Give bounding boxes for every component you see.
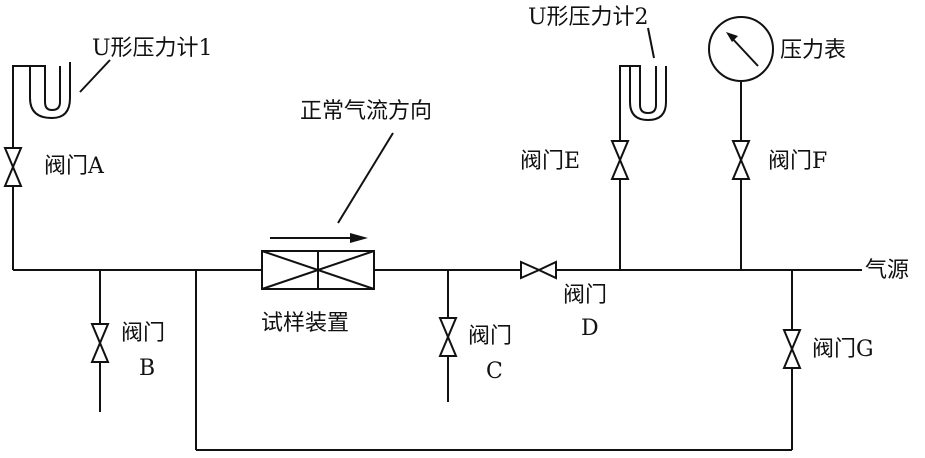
valve-a-bottom[interactable] — [3, 164, 23, 187]
valve-a-top[interactable] — [3, 147, 23, 170]
u-gauge-2-label: U形压力计2 — [528, 5, 649, 30]
sample-device-label: 试样装置 — [261, 311, 349, 336]
valve-f-bottom[interactable] — [731, 157, 751, 180]
flow-arrow-head — [350, 233, 368, 243]
valve-d-right[interactable] — [536, 260, 557, 280]
air-source-label: 气源 — [865, 258, 909, 283]
valve-e-bottom[interactable] — [610, 157, 630, 180]
valve-b-top[interactable] — [90, 323, 110, 346]
valve-c-label-bottom: C — [486, 359, 503, 384]
valve-g-top[interactable] — [782, 329, 802, 352]
valve-e-top[interactable] — [610, 140, 630, 163]
flow-label-leader — [337, 132, 394, 224]
valve-d-label-bottom: D — [581, 316, 599, 341]
valve-d-left[interactable] — [520, 260, 542, 280]
flow-direction-label: 正常气流方向 — [300, 99, 432, 124]
u-gauge-1-label: U形压力计1 — [92, 36, 213, 61]
valve-g-bottom[interactable] — [782, 346, 802, 369]
pressure-gauge-needle — [729, 35, 759, 67]
valve-b-label-top: 阀门 — [121, 321, 165, 346]
u-gauge-2-leader — [647, 27, 655, 59]
valve-c-top[interactable] — [438, 317, 458, 340]
valve-b-label-bottom: B — [139, 356, 155, 381]
u-gauge-2-outer — [619, 65, 657, 115]
valve-e-label: 阀门E — [520, 149, 580, 174]
u-gauge-2-inner — [629, 66, 667, 122]
u-gauge-1-inner — [29, 62, 71, 120]
pressure-gauge-needle-tip — [726, 32, 738, 42]
pressure-gauge-label: 压力表 — [780, 38, 846, 63]
valve-b-bottom[interactable] — [90, 340, 110, 363]
valve-g-label: 阀门G — [812, 337, 874, 362]
valve-f-label: 阀门F — [768, 149, 827, 174]
valve-c-label-top: 阀门 — [468, 324, 512, 349]
u-gauge-1-outer — [12, 65, 61, 112]
valve-d-label-top: 阀门 — [563, 283, 607, 308]
valve-f-top[interactable] — [731, 140, 751, 163]
u-gauge-1-leader — [79, 59, 111, 93]
valve-a-label: 阀门A — [44, 154, 105, 179]
valve-c-bottom[interactable] — [438, 334, 458, 357]
